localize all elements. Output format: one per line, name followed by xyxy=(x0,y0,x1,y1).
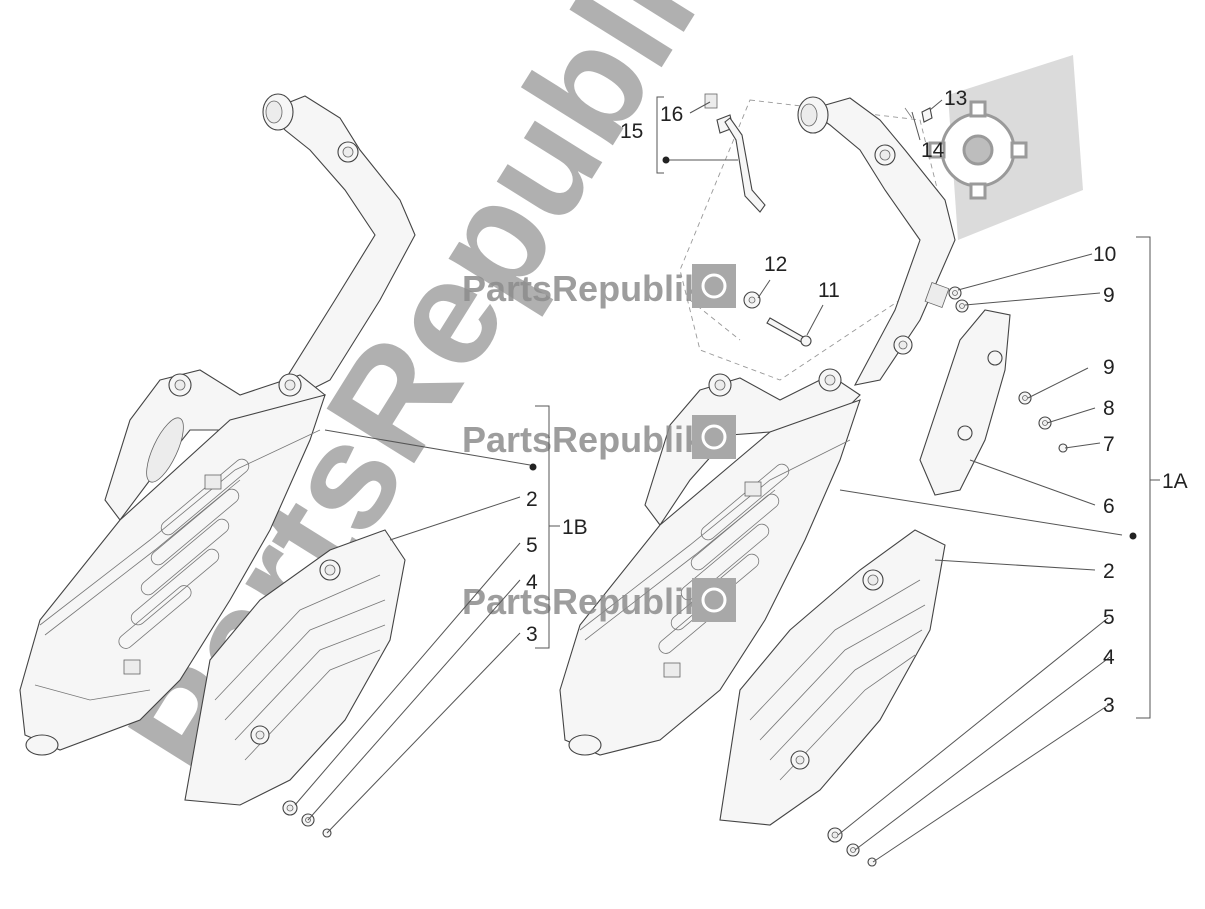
right-exhaust-assembly xyxy=(559,93,1068,867)
gear-mini-icon-1 xyxy=(692,264,736,308)
right-muffler-body xyxy=(559,399,861,756)
callout-3-right: 3 xyxy=(1103,694,1115,717)
callout-12: 12 xyxy=(764,253,787,276)
callout-3-left: 3 xyxy=(526,623,538,646)
left-muffler-body xyxy=(19,394,326,751)
right-header-pipe xyxy=(806,97,956,386)
callout-2-left: 2 xyxy=(526,488,538,511)
gear-mini-icon-2 xyxy=(692,415,736,459)
callout-10: 10 xyxy=(1093,243,1116,266)
callout-1B: 1B xyxy=(562,516,588,539)
callout-13: 13 xyxy=(944,87,967,110)
leader-lines xyxy=(294,96,1160,863)
callout-4-right: 4 xyxy=(1103,646,1115,669)
callout-9a: 9 xyxy=(1103,284,1115,307)
watermark-brand-text-2: PartsRepublik xyxy=(462,419,705,460)
callout-5-left: 5 xyxy=(526,534,538,557)
callout-11: 11 xyxy=(818,279,840,302)
watermark-brand-1: PartsRepublik xyxy=(462,264,736,309)
callout-2-right: 2 xyxy=(1103,560,1115,583)
callout-6: 6 xyxy=(1103,495,1115,518)
callout-14: 14 xyxy=(921,139,945,162)
callout-8: 8 xyxy=(1103,397,1115,420)
callout-16: 16 xyxy=(660,103,683,126)
watermark-brand-3: PartsRepublik xyxy=(462,578,736,622)
bolt-11 xyxy=(766,317,806,344)
watermark-brand-text-3: PartsRepublik xyxy=(462,581,705,622)
callout-15: 15 xyxy=(620,120,643,143)
callout-7: 7 xyxy=(1103,433,1115,456)
right-heat-shield xyxy=(719,529,946,826)
lambda-sensor-15 xyxy=(724,117,766,213)
gear-mini-icon-3 xyxy=(692,578,736,622)
callout-1A: 1A xyxy=(1162,470,1188,493)
watermark-brand-text-1: PartsRepublik xyxy=(462,268,705,309)
callout-4-left: 4 xyxy=(526,571,538,594)
watermark-brand-2: PartsRepublik xyxy=(462,415,736,460)
callout-5-right: 5 xyxy=(1103,606,1115,629)
gear-watermark-icon xyxy=(928,55,1083,240)
upper-heat-shield xyxy=(919,309,1011,496)
callout-labels: 2 1B 5 4 3 15 16 12 11 13 14 10 9 9 8 7 … xyxy=(526,87,1188,717)
callout-9b: 9 xyxy=(1103,356,1115,379)
left-heat-shield xyxy=(184,529,406,806)
left-exhaust-assembly xyxy=(19,93,416,838)
